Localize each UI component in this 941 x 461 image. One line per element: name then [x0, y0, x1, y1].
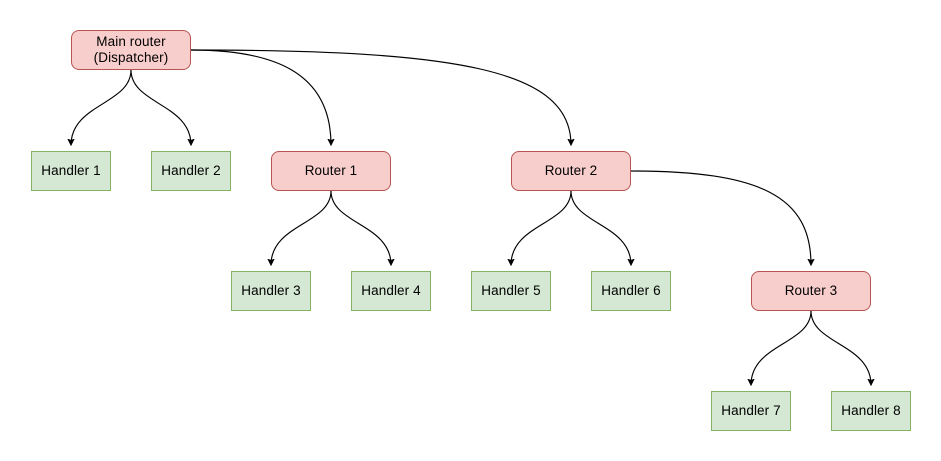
edges [71, 49, 871, 385]
node-handler2[interactable]: Handler 2 [151, 151, 231, 191]
edge-main-to-router1 [190, 49, 331, 145]
node-handler8[interactable]: Handler 8 [831, 391, 911, 431]
edge-router1-to-handler3 [271, 190, 332, 265]
edge-router3-to-handler7 [751, 310, 812, 385]
edge-main-to-handler2 [130, 69, 191, 145]
node-handler5[interactable]: Handler 5 [471, 271, 551, 311]
node-main[interactable]: Main router (Dispatcher) [71, 30, 191, 70]
node-handler6[interactable]: Handler 6 [591, 271, 671, 311]
edge-main-to-router2 [190, 49, 571, 145]
edge-router2-to-router3 [630, 170, 811, 265]
node-handler1[interactable]: Handler 1 [31, 151, 111, 191]
edge-router2-to-handler5 [511, 190, 572, 265]
edge-router3-to-handler8 [810, 310, 871, 385]
edge-router2-to-handler6 [570, 190, 631, 265]
edge-router1-to-handler4 [330, 190, 391, 265]
node-handler3[interactable]: Handler 3 [231, 271, 311, 311]
node-router3[interactable]: Router 3 [751, 271, 871, 311]
node-handler4[interactable]: Handler 4 [351, 271, 431, 311]
edge-main-to-handler1 [71, 69, 132, 145]
node-router2[interactable]: Router 2 [511, 151, 631, 191]
node-router1[interactable]: Router 1 [271, 151, 391, 191]
node-handler7[interactable]: Handler 7 [711, 391, 791, 431]
